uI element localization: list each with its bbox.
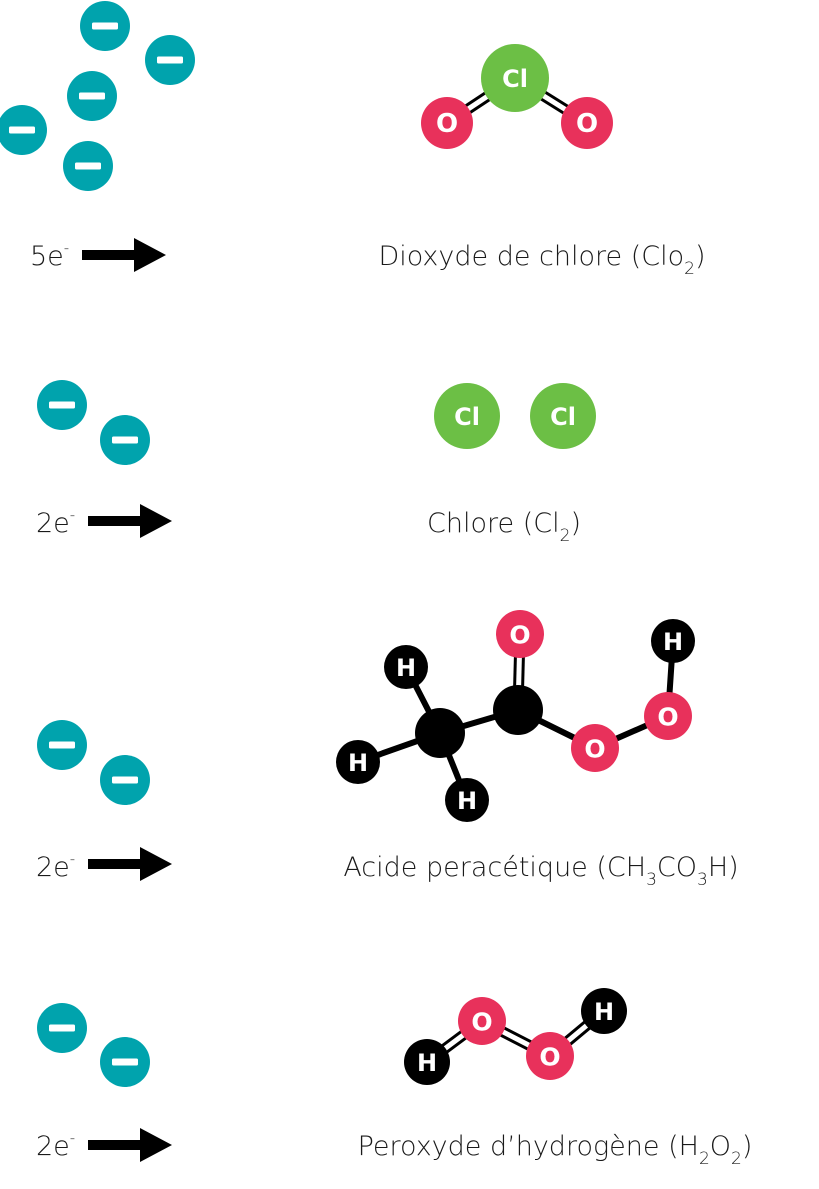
electron-icon [145, 35, 195, 85]
electron-icon [100, 1037, 150, 1087]
molecule-name-label: Acide peracétique (CH3CO3H) [343, 852, 738, 890]
hydrogen-atom-symbol: H [396, 654, 416, 682]
electron-count-label: 5e- [30, 239, 69, 272]
electron-icon [100, 415, 150, 465]
molecule-name-label: Dioxyde de chlore (Clo2) [378, 241, 705, 279]
hydrogen-atom-symbol: H [417, 1049, 437, 1077]
electron-icon [37, 1003, 87, 1053]
reaction-arrow-icon [88, 504, 172, 538]
electron-count-label: 2e- [36, 1129, 75, 1162]
oxygen-atom-symbol: O [657, 703, 678, 732]
chlorine-atom: Cl [434, 383, 500, 449]
electron-icon [67, 71, 117, 121]
hydrogen-atom-symbol: H [457, 787, 477, 815]
oxygen-atom-symbol: O [584, 735, 605, 764]
oxygen-atom-symbol: O [509, 621, 530, 650]
electrons-layer [0, 1, 195, 1087]
oxygen-atom-symbol: O [576, 109, 598, 139]
hydrogen-atom-symbol: H [594, 998, 614, 1026]
electron-icon [37, 720, 87, 770]
oxygen-atom: O [571, 724, 619, 772]
electron-icon [37, 380, 87, 430]
labels-layer: 5e- Dioxyde de chlore (Clo2) 2e- Chlore (Cl… [30, 239, 752, 1169]
electron-count-label: 2e- [36, 850, 75, 883]
chlorine-atom: Cl [530, 383, 596, 449]
chlorine-atom-symbol: Cl [502, 65, 528, 93]
hydrogen-atom: H [336, 740, 380, 784]
electron-icon [63, 141, 113, 191]
hydrogen-atom: H [581, 988, 627, 1034]
hydrogen-atom: H [384, 645, 428, 689]
oxygen-atom: O [561, 97, 613, 149]
reaction-arrow-icon [88, 847, 172, 881]
hydrogen-atom: H [404, 1039, 450, 1085]
oxygen-atom: O [526, 1032, 574, 1080]
electron-icon [100, 755, 150, 805]
oxygen-atom: O [496, 610, 544, 658]
hydrogen-atom: H [445, 778, 489, 822]
molecule-name-label: Chlore (Cl2) [427, 508, 581, 546]
oxygen-atom-symbol: O [539, 1043, 560, 1072]
electron-icon [0, 105, 47, 155]
electron-count-label: 2e- [36, 506, 75, 539]
chlorine-atom: Cl [481, 44, 549, 112]
chlorine-atom-symbol: Cl [454, 403, 480, 431]
oxygen-atom: O [458, 997, 506, 1045]
oxygen-atom-symbol: O [471, 1008, 492, 1037]
oxygen-atom: O [421, 97, 473, 149]
chlorine-atom-symbol: Cl [550, 403, 576, 431]
molecule-name-label: Peroxyde d’hydrogène (H2O2) [358, 1131, 753, 1169]
carbon-atom [415, 708, 465, 758]
hydrogen-atom-symbol: H [663, 628, 683, 656]
reaction-arrow-icon [88, 1128, 172, 1162]
hydrogen-atom-symbol: H [348, 749, 368, 777]
oxygen-atom: O [644, 692, 692, 740]
electron-icon [80, 1, 130, 51]
reaction-arrow-icon [82, 238, 166, 272]
carbon-atom [493, 685, 543, 735]
arrows-layer [82, 238, 172, 1162]
oxygen-atom-symbol: O [436, 109, 458, 139]
hydrogen-atom: H [651, 619, 695, 663]
bonds-layer [355, 73, 676, 1067]
